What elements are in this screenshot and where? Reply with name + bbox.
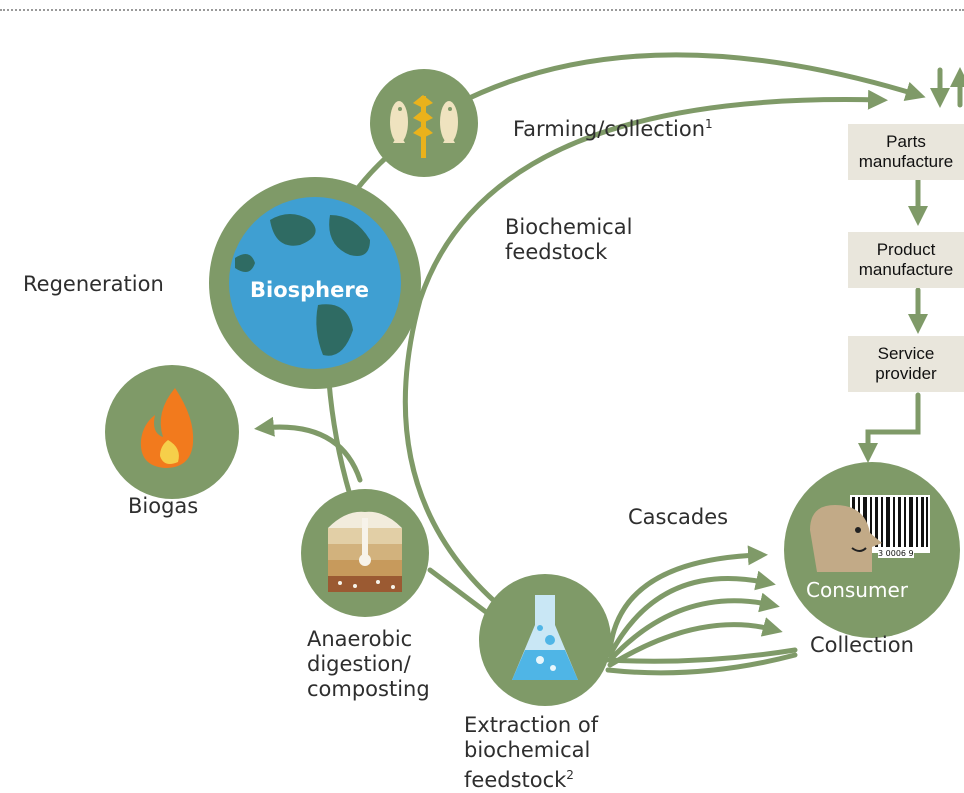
arc-feedstock-loop	[402, 89, 888, 643]
arrow-anaerobic-to-biogas	[254, 416, 363, 483]
cascade-arrow-3	[607, 592, 780, 663]
cascade-arrow-4	[607, 617, 783, 668]
fish-icon	[440, 101, 458, 143]
biogas-node	[105, 365, 239, 499]
cascade-arrow-1	[607, 545, 768, 653]
consumer-label: Consumer	[806, 578, 908, 602]
collection-label: Collection	[810, 633, 914, 657]
extraction-node	[479, 574, 611, 706]
biochemical-feedstock-label: Biochemical feedstock	[505, 215, 633, 264]
collection-line-1	[605, 647, 798, 664]
arrow-service-to-consumer	[858, 392, 921, 463]
farming-label: Farming/collection1	[513, 117, 713, 141]
barcode-number: 3 0006 9	[878, 549, 914, 558]
biosphere-node	[209, 177, 421, 389]
biosphere-label: Biosphere	[250, 278, 369, 302]
top-dotted-divider	[0, 9, 964, 11]
farming-node	[370, 69, 478, 177]
consumer-node	[784, 462, 960, 638]
anaerobic-label: Anaerobic digestion/ composting	[307, 627, 430, 701]
flame-icon	[140, 388, 194, 468]
cascades-label: Cascades	[628, 505, 729, 529]
arc-anaerobic-to-extraction	[427, 567, 493, 618]
person-head-icon	[810, 505, 882, 572]
flask-icon	[512, 595, 578, 680]
regeneration-label: Regeneration	[23, 272, 164, 296]
anaerobic-node	[301, 489, 429, 617]
biogas-label: Biogas	[128, 494, 199, 518]
globe-icon	[229, 197, 401, 369]
soil-layers-icon	[328, 511, 402, 592]
collection-line-2	[605, 652, 798, 676]
arc-farming-to-parts	[452, 52, 926, 108]
extraction-label: Extraction of biochemical feedstock2	[464, 713, 599, 792]
cascade-arrow-2	[607, 570, 776, 658]
fish-icon	[390, 101, 408, 143]
wheat-icon	[413, 95, 433, 158]
